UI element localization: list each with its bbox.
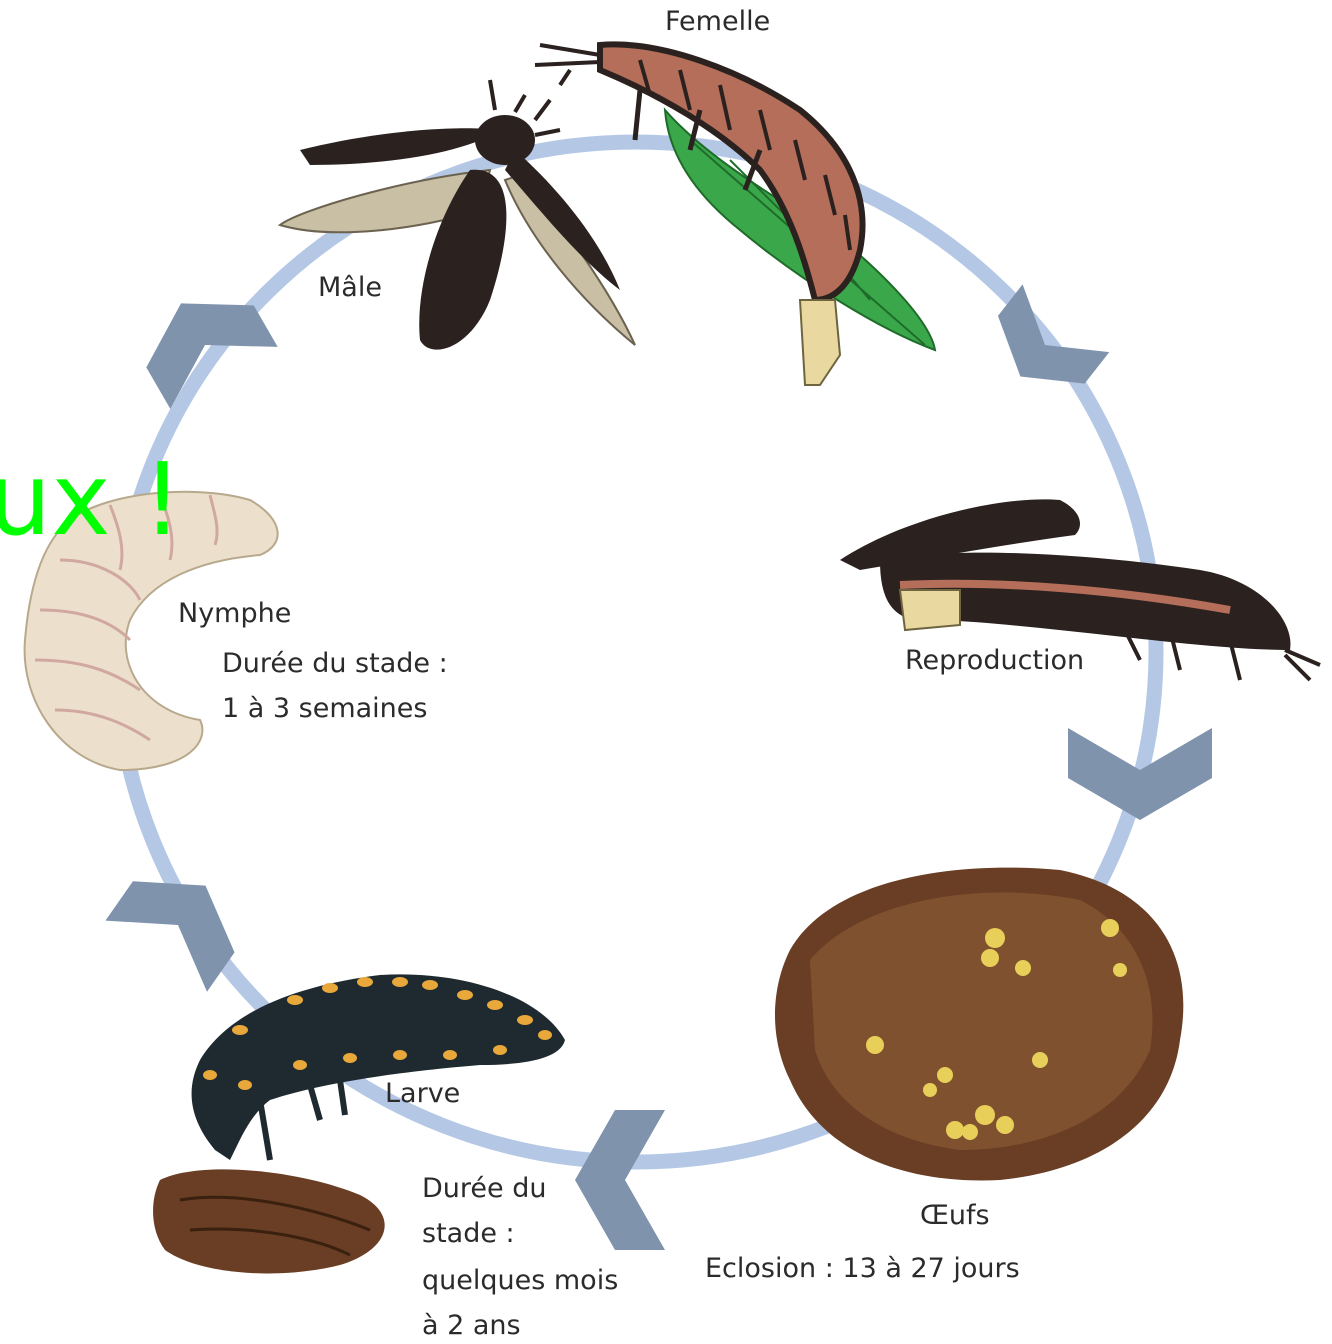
label-eggs-info: Eclosion : 13 à 27 jours [705, 1255, 1020, 1282]
label-nymph-info-line-2: 1 à 3 semaines [222, 695, 427, 722]
eggs-illustration [775, 868, 1183, 1181]
label-larva-info-line-2: stade : [422, 1220, 515, 1247]
male-firefly-illustration [280, 80, 635, 350]
label-reproduction: Reproduction [905, 647, 1084, 674]
label-female: Femelle [665, 8, 770, 35]
overlay-green-text: ux ! [0, 450, 182, 550]
label-larva-info-line-3: quelques mois [422, 1267, 618, 1294]
cycle-arrow-right-lower [1068, 728, 1212, 820]
label-larva-info-line-4: à 2 ans [422, 1312, 521, 1339]
label-nymph: Nymphe [178, 600, 291, 627]
label-larva-info-line-1: Durée du [422, 1175, 546, 1202]
female-firefly-illustration [535, 44, 935, 385]
label-eggs: Œufs [920, 1202, 990, 1229]
label-larva: Larve [385, 1080, 460, 1107]
label-male: Mâle [318, 274, 382, 301]
cycle-arrow-bottom [575, 1110, 665, 1250]
cycle-arrow-left-upper [127, 272, 277, 408]
label-nymph-info-line-1: Durée du stade : [222, 650, 448, 677]
